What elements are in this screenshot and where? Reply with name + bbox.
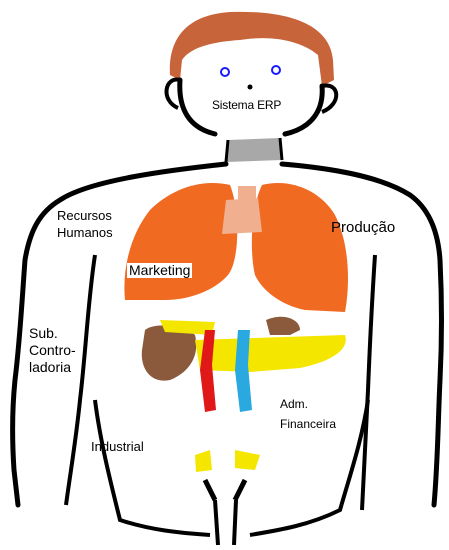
label-recursos-humanos: Recursos Humanos bbox=[57, 207, 113, 241]
heart bbox=[222, 198, 262, 234]
pelvis bbox=[205, 480, 245, 500]
left-inner-arm bbox=[66, 255, 95, 505]
label-sub-line3: ladoria bbox=[29, 359, 76, 376]
nose bbox=[248, 85, 253, 90]
hair bbox=[170, 12, 334, 86]
left-hip bbox=[95, 400, 210, 535]
label-sub-line2: Contro- bbox=[29, 342, 76, 359]
right-lung bbox=[252, 183, 348, 312]
left-eye bbox=[221, 68, 229, 76]
label-recursos-humanos-line1: Recursos bbox=[57, 207, 113, 224]
intestine bbox=[195, 450, 260, 472]
label-adm-financeira: Adm. Financeira bbox=[280, 394, 336, 434]
label-adm-line2: Financeira bbox=[280, 414, 336, 434]
label-marketing: Marketing bbox=[127, 263, 192, 278]
left-lung bbox=[124, 183, 237, 300]
liver-right bbox=[266, 317, 300, 335]
label-sub-controladoria: Sub. Contro- ladoria bbox=[29, 325, 76, 376]
stomach bbox=[195, 335, 346, 372]
label-adm-line1: Adm. bbox=[280, 394, 336, 414]
right-inner-arm bbox=[362, 255, 375, 510]
label-producao: Produção bbox=[331, 220, 395, 236]
liver bbox=[142, 325, 196, 380]
right-eye bbox=[272, 66, 280, 74]
crotch bbox=[215, 500, 236, 545]
neck bbox=[226, 138, 282, 162]
label-recursos-humanos-line2: Humanos bbox=[57, 224, 113, 241]
label-sub-line1: Sub. bbox=[29, 325, 76, 342]
label-sistema-erp: Sistema ERP bbox=[212, 99, 281, 112]
label-industrial: Industrial bbox=[91, 440, 144, 454]
